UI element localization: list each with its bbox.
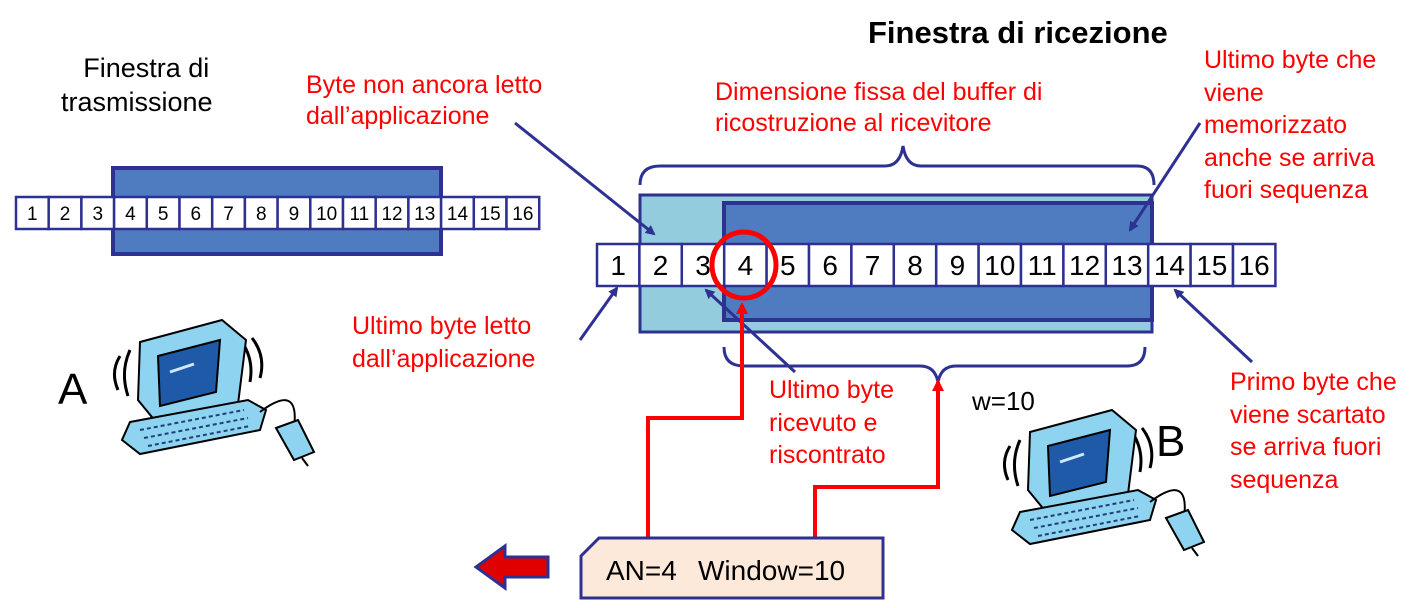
transmit-title-line2: trasmissione [61, 86, 213, 117]
label-last-received-line2: ricevuto e [769, 408, 878, 437]
receive-title: Finestra di ricezione [868, 15, 1168, 50]
buffer-brace [638, 145, 1156, 186]
label-first-discarded: Primo byte che viene scartato se arriva … [1230, 366, 1397, 496]
arrow-first-discarded [1173, 288, 1254, 364]
receive-cell-label: 1 [610, 250, 626, 281]
label-last-stored-line2: viene [1204, 78, 1264, 107]
label-last-stored-line3: memorizzato [1204, 111, 1348, 139]
label-first-discarded-line1: Primo byte che [1230, 368, 1397, 396]
transmit-cell-box [309, 195, 345, 231]
label-first-discarded-line4: sequenza [1230, 465, 1339, 494]
receive-cell-label: 15 [1196, 250, 1227, 281]
receive-cell-label: 9 [950, 250, 966, 281]
transmit-cell-label: 10 [316, 204, 337, 225]
label-unread-line1: Byte non ancora letto [306, 71, 543, 99]
ack-packet [579, 536, 885, 600]
transmit-cell-box [439, 195, 476, 231]
receive-cell-label: 2 [653, 250, 669, 281]
receive-cell-label: 6 [822, 250, 838, 281]
computer-icon [1003, 408, 1206, 557]
ack-an-text: AN=4 [606, 555, 677, 586]
receive-cell-box [850, 242, 896, 288]
receive-cell-label: 13 [1111, 250, 1142, 281]
receive-cell-box [807, 242, 853, 288]
transmit-cell-label: 12 [381, 204, 402, 225]
ack-arrow-window [813, 379, 944, 538]
receive-cell-box [1231, 242, 1277, 288]
transmit-cell-label: 8 [256, 204, 267, 225]
transmit-cell-label: 7 [223, 204, 234, 225]
ack-arrow-an [646, 302, 748, 538]
label-last-stored-line5: fuori sequenza [1204, 176, 1369, 204]
receive-cell-label: 11 [1028, 250, 1057, 281]
transmit-title-line1: Finestra di [83, 53, 210, 83]
receive-cell-box [1019, 242, 1065, 288]
label-last-stored-line4: anche se arriva [1204, 143, 1375, 172]
arrow-last-received [704, 288, 797, 374]
transmit-cell-label: 11 [349, 204, 369, 225]
transmit-cell-box [341, 195, 377, 231]
transmit-cell-label: 3 [92, 204, 103, 225]
receive-cell-label: 4 [738, 250, 754, 281]
transmit-cell-label: 13 [414, 204, 435, 225]
arrow-last-stored [1128, 122, 1202, 232]
transmit-title: Finestra di trasmissione [61, 52, 213, 120]
transmit-cell-box [178, 195, 214, 231]
transmit-cell-label: 14 [447, 204, 469, 225]
label-last-stored-line1: Ultimo byte che [1204, 46, 1377, 74]
transmit-cell-box [210, 195, 247, 231]
receive-cell-box [1189, 242, 1235, 288]
transmit-cell-label: 9 [289, 204, 300, 225]
label-last-received: Ultimo byte ricevuto e riscontrato [769, 374, 894, 472]
arrow-unread [514, 121, 656, 236]
label-unread-line2: dall’applicazione [306, 102, 490, 131]
computer-icon [113, 318, 316, 467]
transmit-cell-label: 16 [512, 204, 533, 225]
arrow-last-read [578, 286, 619, 341]
receive-cell-label: 12 [1069, 250, 1100, 281]
receive-cell-label: 14 [1154, 250, 1185, 281]
label-first-discarded-line2: viene scartato [1230, 400, 1386, 429]
host-a-label: A [58, 365, 88, 414]
host-b-label: B [1156, 417, 1186, 466]
transmit-cell-label: 4 [125, 204, 136, 225]
label-last-stored: Ultimo byte che viene memorizzato anche … [1204, 44, 1376, 207]
label-last-received-line1: Ultimo byte [769, 376, 895, 404]
transmit-cell-box [14, 195, 50, 231]
receive-cell-label: 3 [695, 250, 711, 281]
label-buffer: Dimensione fissa del buffer di ricostruz… [715, 77, 1043, 140]
transmit-cell-label: 1 [27, 204, 38, 225]
label-last-read-line1: Ultimo byte letto [352, 312, 532, 340]
transmit-cell-label: 5 [158, 204, 169, 225]
receive-cell-label: 16 [1239, 250, 1270, 281]
receive-cell-label: 10 [984, 250, 1015, 281]
label-last-read-line2: dall’applicazione [352, 344, 536, 373]
label-buffer-line2: ricostruzione al ricevitore [715, 109, 992, 138]
transmit-cell-box [505, 195, 541, 231]
label-buffer-line1: Dimensione fissa del buffer di [715, 78, 1043, 106]
ack-window-text: Window=10 [698, 555, 845, 586]
w-label: w=10 [972, 386, 1035, 416]
label-first-discarded-line3: se arriva fuori [1230, 433, 1382, 461]
receive-cell-label: 8 [907, 250, 923, 281]
receive-cell-label: 5 [780, 250, 796, 281]
label-last-read: Ultimo byte letto dall’applicazione [352, 310, 535, 375]
transmit-cell-box [80, 195, 116, 231]
receive-cell-label: 7 [865, 250, 881, 281]
transmit-cell-box [407, 195, 443, 231]
label-unread: Byte non ancora letto dall’applicazione [306, 70, 542, 133]
transmit-cell-label: 15 [480, 204, 501, 225]
transmit-cell-label: 2 [60, 204, 71, 225]
label-last-received-line3: riscontrato [769, 441, 886, 469]
transmit-cell-box [243, 195, 279, 231]
byte-4-circle [709, 229, 779, 301]
left-arrow-icon [473, 543, 550, 591]
transmit-cell-label: 6 [191, 204, 202, 225]
